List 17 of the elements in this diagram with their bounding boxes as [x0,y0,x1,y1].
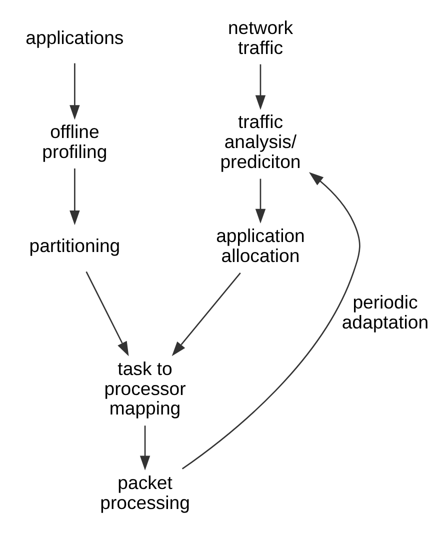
node-text: offline profiling [42,121,107,162]
arrow [181,172,360,470]
arrow [69,63,80,120]
arrow [69,168,80,226]
node-text: packet processing [100,472,190,513]
edge-label: periodic adaptation [341,292,428,332]
arrow [85,271,128,356]
arrow [254,64,266,110]
node-text: partitioning [28,235,120,256]
node-text: traffic analysis/ prediciton [220,111,300,172]
arrow [171,272,240,356]
node-text: applications [25,26,124,48]
node-text: network traffic [227,16,292,58]
arrow [139,426,150,470]
arrow [254,178,266,224]
node-text: task to processor mapping [104,358,186,419]
node-text: application allocation [216,225,304,266]
